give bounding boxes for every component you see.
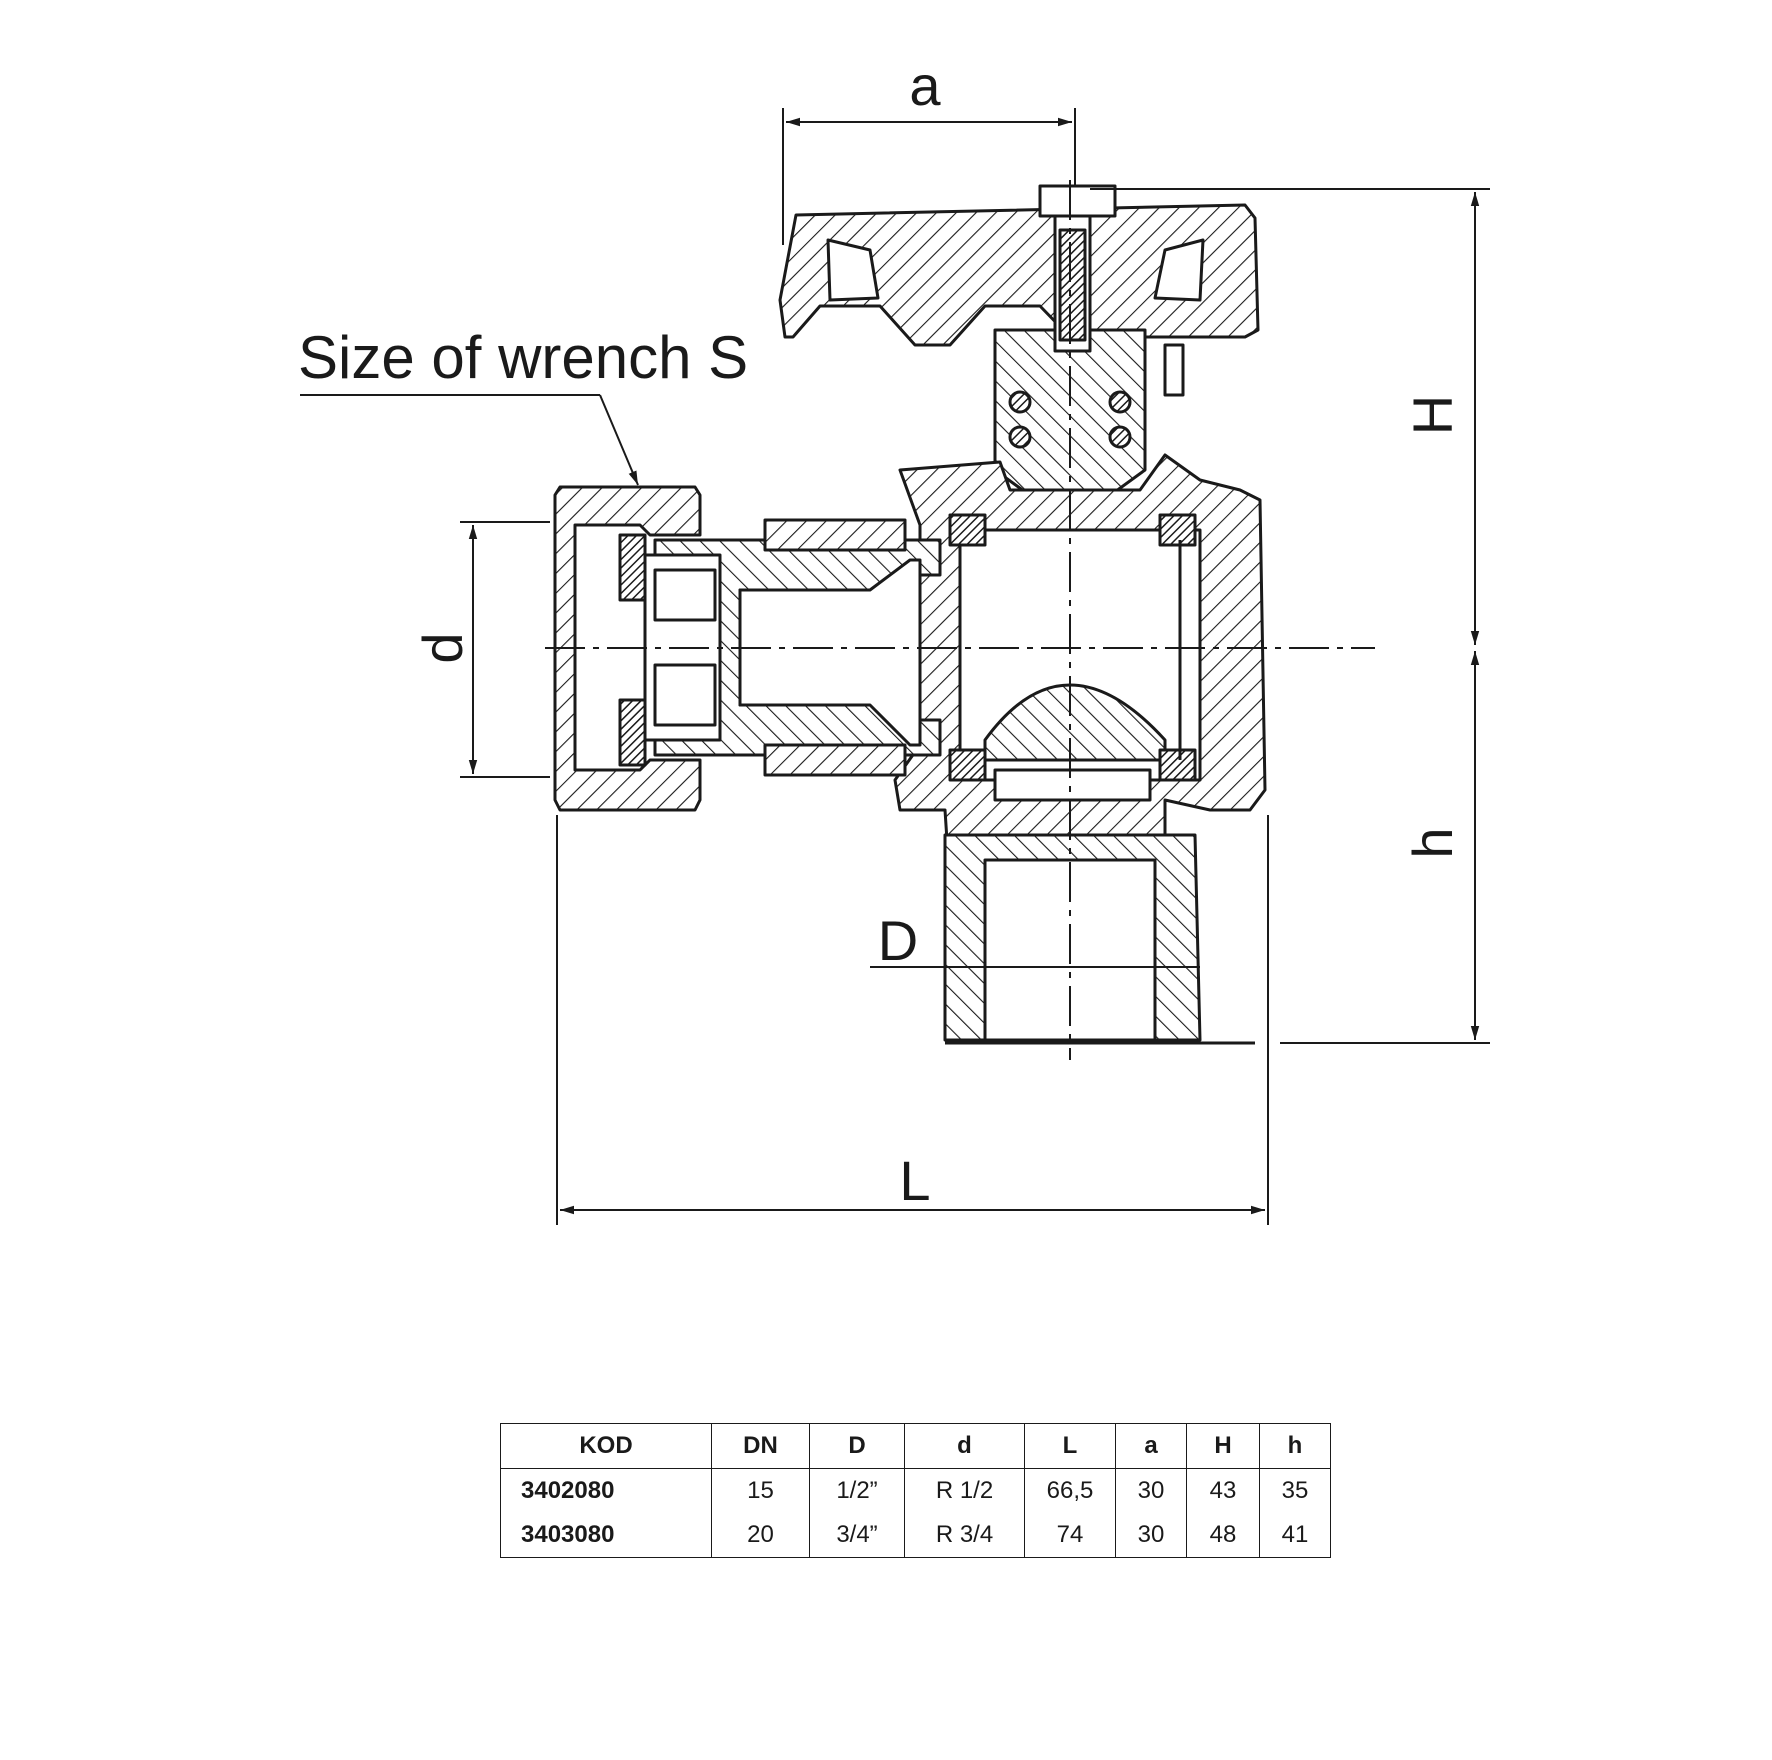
label-a: a: [909, 54, 941, 117]
header-kod: KOD: [500, 1423, 712, 1469]
tailpiece: [653, 518, 942, 777]
cell-kod: 3403080: [500, 1513, 712, 1558]
cell-H: 48: [1186, 1513, 1260, 1558]
outlet-thread: [943, 833, 1255, 1045]
wrench-label: Size of wrench S: [298, 324, 748, 391]
cell-D: 1/2”: [809, 1468, 905, 1513]
cell-a: 30: [1115, 1468, 1187, 1513]
spec-table: KOD DN D d L a H h 3402080 15 1/2” R 1/2…: [500, 1423, 1331, 1558]
header-D: D: [809, 1423, 905, 1469]
header-h: h: [1259, 1423, 1331, 1469]
cell-kod: 3402080: [500, 1468, 712, 1513]
header-dn: DN: [711, 1423, 810, 1469]
cell-H: 43: [1186, 1468, 1260, 1513]
label-D: D: [878, 909, 918, 972]
dimension-d: [460, 521, 550, 778]
header-d: d: [904, 1423, 1025, 1469]
wrench-leader: [300, 394, 639, 486]
table-row: 3403080 20 3/4” R 3/4 74 30 48 41: [500, 1513, 1331, 1558]
cell-L: 66,5: [1024, 1468, 1116, 1513]
cell-dn: 15: [711, 1468, 810, 1513]
union-nut: [553, 485, 722, 812]
dimension-h: [1280, 651, 1490, 1044]
dimension-a: [782, 108, 1076, 245]
dimension-L: [556, 815, 1269, 1225]
cell-dn: 20: [711, 1513, 810, 1558]
cell-d: R 3/4: [904, 1513, 1025, 1558]
cell-L: 74: [1024, 1513, 1116, 1558]
cell-d: R 1/2: [904, 1468, 1025, 1513]
table-row: 3402080 15 1/2” R 1/2 66,5 30 43 35: [500, 1468, 1331, 1513]
label-L: L: [899, 1149, 930, 1212]
table-header-row: KOD DN D d L a H h: [500, 1423, 1331, 1469]
label-h: h: [1401, 827, 1464, 858]
cell-D: 3/4”: [809, 1513, 905, 1558]
label-H: H: [1401, 395, 1464, 435]
header-H: H: [1186, 1423, 1260, 1469]
cell-a: 30: [1115, 1513, 1187, 1558]
cell-h: 41: [1259, 1513, 1331, 1558]
header-L: L: [1024, 1423, 1116, 1469]
label-d: d: [411, 632, 474, 663]
center-lines: [545, 180, 1375, 1060]
dimension-H: [1090, 188, 1490, 645]
handle-cap: [778, 184, 1260, 347]
header-a: a: [1115, 1423, 1187, 1469]
cell-h: 35: [1259, 1468, 1331, 1513]
